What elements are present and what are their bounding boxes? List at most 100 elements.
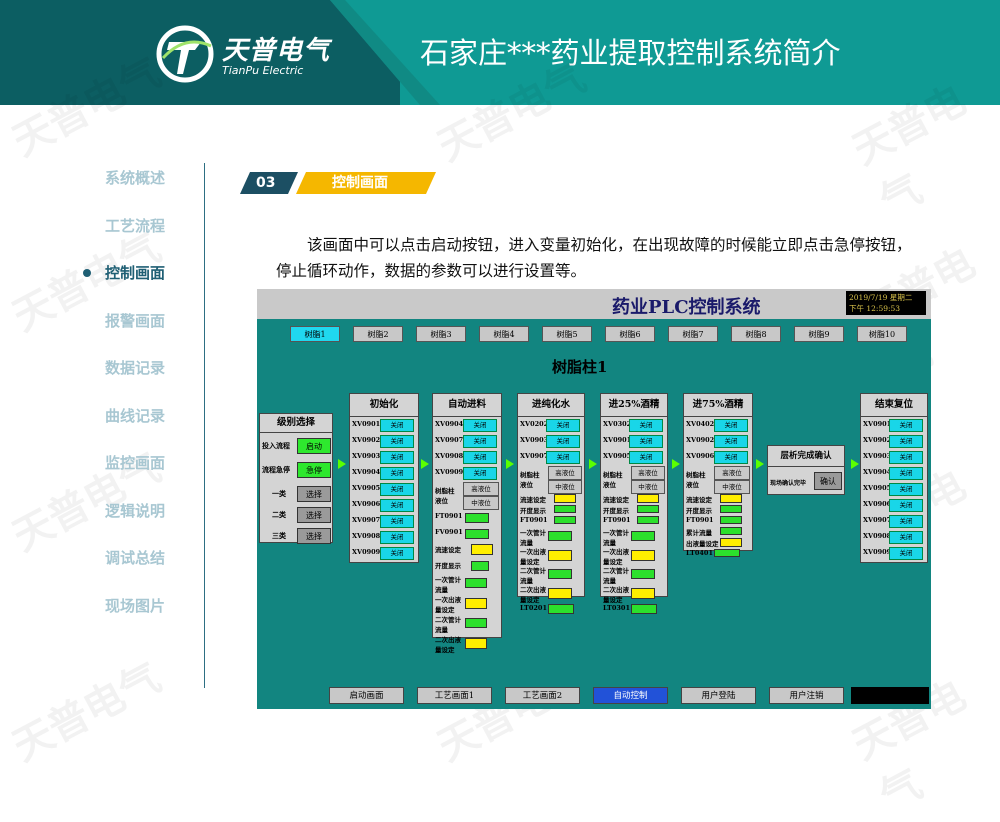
valve-close-button[interactable]: 关闭: [889, 515, 923, 528]
footer-user-login-button[interactable]: 用户登陆: [681, 687, 756, 704]
valve-close-button[interactable]: 关闭: [714, 451, 748, 464]
valve-close-button[interactable]: 关闭: [629, 435, 663, 448]
valve-close-button[interactable]: 关闭: [463, 419, 497, 432]
valve-close-button[interactable]: 关闭: [629, 451, 663, 464]
nav-item-alarm[interactable]: 报警画面: [105, 311, 166, 330]
valve-close-button[interactable]: 关闭: [380, 467, 414, 480]
valve-close-button[interactable]: 关闭: [380, 483, 414, 496]
emergency-stop-button[interactable]: 急停: [297, 462, 331, 478]
class3-select-button[interactable]: 选择: [297, 528, 331, 544]
tab-resin-4[interactable]: 树脂4: [479, 326, 529, 342]
footer-user-logout-button[interactable]: 用户注销: [769, 687, 844, 704]
row-label: LT0301: [603, 604, 630, 612]
tab-resin-6[interactable]: 树脂6: [605, 326, 655, 342]
row-label: 累计流量: [686, 529, 712, 537]
valve-close-button[interactable]: 关闭: [380, 499, 414, 512]
hmi-clock-time: 下午 12:59:53: [849, 304, 901, 313]
nav-item-logic[interactable]: 逻辑说明: [105, 501, 166, 520]
valve-close-button[interactable]: 关闭: [714, 435, 748, 448]
valve-close-button[interactable]: 关闭: [889, 451, 923, 464]
value-field[interactable]: [465, 529, 489, 539]
setpoint-input[interactable]: [637, 494, 659, 503]
setpoint-input[interactable]: [631, 550, 655, 561]
mid-level-indicator: 中液位: [463, 496, 499, 510]
flow-arrow-icon: [672, 459, 680, 469]
start-button[interactable]: 启动: [297, 438, 331, 454]
valve-close-button[interactable]: 关闭: [889, 547, 923, 560]
tab-resin-10[interactable]: 树脂10: [857, 326, 907, 342]
valve-close-button[interactable]: 关闭: [546, 451, 580, 464]
valve-close-button[interactable]: 关闭: [380, 435, 414, 448]
valve-tag: XV0902: [686, 436, 715, 444]
tab-resin-7[interactable]: 树脂7: [668, 326, 718, 342]
valve-close-button[interactable]: 关闭: [889, 419, 923, 432]
data-row: FT0901: [518, 515, 584, 526]
valve-close-button[interactable]: 关闭: [463, 451, 497, 464]
tab-resin-1[interactable]: 树脂1: [290, 326, 340, 342]
data-row: 开度显示: [433, 557, 501, 573]
confirm-button[interactable]: 确认: [814, 472, 842, 490]
valve-tag: XV0402: [686, 420, 715, 428]
nav-item-process[interactable]: 工艺流程: [105, 216, 166, 235]
valve-close-button[interactable]: 关闭: [380, 531, 414, 544]
setpoint-input[interactable]: [720, 538, 742, 547]
setpoint-input[interactable]: [554, 494, 576, 503]
valve-close-button[interactable]: 关闭: [380, 419, 414, 432]
valve-close-button[interactable]: 关闭: [889, 531, 923, 544]
footer-start-screen-button[interactable]: 启动画面: [329, 687, 404, 704]
tab-resin-8[interactable]: 树脂8: [731, 326, 781, 342]
row-label: 一次出液量设定: [603, 548, 629, 566]
value-field[interactable]: [465, 513, 489, 523]
tab-resin-5[interactable]: 树脂5: [542, 326, 592, 342]
setpoint-input[interactable]: [465, 598, 487, 609]
valve-close-button[interactable]: 关闭: [546, 419, 580, 432]
setpoint-input[interactable]: [631, 588, 655, 599]
nav-item-debug-summary[interactable]: 调试总结: [105, 549, 166, 567]
valve-close-button[interactable]: 关闭: [546, 435, 580, 448]
valve-close-button[interactable]: 关闭: [629, 419, 663, 432]
footer-auto-control-button[interactable]: 自动控制: [593, 687, 668, 704]
panel-title: 初始化: [350, 394, 418, 417]
valve-close-button[interactable]: 关闭: [463, 467, 497, 480]
data-row: LT0301: [601, 602, 667, 614]
nav-item-curve-log[interactable]: 曲线记录: [105, 406, 166, 425]
valve-close-button[interactable]: 关闭: [889, 435, 923, 448]
valve-close-button[interactable]: 关闭: [889, 483, 923, 496]
valve-close-button[interactable]: 关闭: [380, 451, 414, 464]
setpoint-input[interactable]: [548, 550, 572, 561]
setpoint-input[interactable]: [720, 494, 742, 503]
valve-close-button[interactable]: 关闭: [889, 467, 923, 480]
class2-select-button[interactable]: 选择: [297, 507, 331, 523]
tab-resin-2[interactable]: 树脂2: [353, 326, 403, 342]
valve-close-button[interactable]: 关闭: [463, 435, 497, 448]
valve-close-button[interactable]: 关闭: [714, 419, 748, 432]
footer-process-screen2-button[interactable]: 工艺画面2: [505, 687, 580, 704]
valve-tag: XV0903: [863, 452, 892, 460]
nav-item-data-log[interactable]: 数据记录: [105, 359, 166, 377]
class1-select-button[interactable]: 选择: [297, 486, 331, 502]
valve-close-button[interactable]: 关闭: [380, 515, 414, 528]
tab-resin-3[interactable]: 树脂3: [416, 326, 466, 342]
nav-item-site-photos[interactable]: 现场图片: [105, 596, 166, 615]
nav-item-monitor[interactable]: 监控画面: [105, 454, 166, 472]
value-field: [465, 618, 487, 628]
tab-resin-9[interactable]: 树脂9: [794, 326, 844, 342]
data-row: 一次出液量设定: [433, 593, 501, 614]
setpoint-input[interactable]: [471, 544, 493, 555]
data-row: 一次管计流量: [601, 526, 667, 547]
nav-item-overview[interactable]: 系统概述: [105, 169, 166, 187]
footer-process-screen1-button[interactable]: 工艺画面1: [417, 687, 492, 704]
setpoint-input[interactable]: [465, 638, 487, 649]
nav-item-control[interactable]: 控制画面: [80, 255, 200, 303]
setpoint-input[interactable]: [548, 588, 572, 599]
data-row: 二次管计流量: [601, 564, 667, 585]
valve-close-button[interactable]: 关闭: [889, 499, 923, 512]
valve-close-button[interactable]: 关闭: [380, 547, 414, 560]
mid-level-indicator: 中液位: [548, 480, 582, 494]
